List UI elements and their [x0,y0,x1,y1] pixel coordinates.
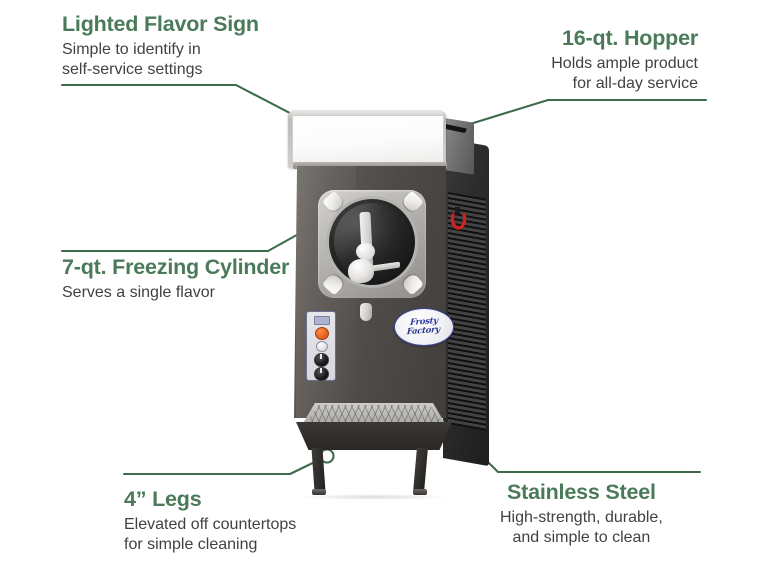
callout-description-line-2: for simple cleaning [124,536,258,554]
control-dial-1-marker [320,354,322,359]
callout-description: Simple to identify in self-service setti… [62,40,259,81]
drip-tray-body [296,422,452,450]
cabinet-top-lip [293,162,447,169]
callout-hopper: 16-qt. Hopper Holds ample product for al… [551,26,698,95]
product-illustration: Frosty Factory [282,104,502,500]
control-panel [306,311,336,381]
brand-badge-text: Frosty Factory [406,316,441,338]
callout-title: 4” Legs [124,487,202,511]
leg-foot-right [413,489,427,495]
callout-title: 16-qt. Hopper [562,26,698,50]
callout-description: High-strength, durable, and simple to cl… [500,508,663,549]
callout-description-line-2: self-service settings [62,61,203,79]
leg-foot-left [312,489,326,495]
callout-title: Lighted Flavor Sign [62,12,259,36]
lighted-flavor-sign-face [292,115,444,164]
callout-description: Elevated off countertops for simple clea… [124,515,296,556]
dispense-faucet [348,259,374,283]
callout-stainless-steel: Stainless Steel High-strength, durable, … [500,480,663,549]
callout-description-line-1: Simple to identify in [62,41,201,58]
brand-badge-line2: Factory [406,324,441,338]
callout-description: Holds ample product for all-day service [551,54,698,95]
callout-description-line-1: High-strength, durable, [500,509,663,526]
callout-description-line-1: Serves a single flavor [62,284,215,301]
power-button-icon [315,327,329,340]
leg-right [413,448,428,492]
callout-legs: 4” Legs Elevated off countertops for sim… [124,487,296,556]
callout-description-line-1: Elevated off countertops [124,516,297,533]
callout-description-line-2: and simple to clean [512,529,651,547]
callout-lighted-flavor-sign: Lighted Flavor Sign Simple to identify i… [62,12,259,81]
callout-description-line-1: Holds ample product [551,55,698,72]
control-dial-2 [314,367,329,381]
control-panel-display [314,316,330,325]
callout-title: 7-qt. Freezing Cylinder [62,255,290,279]
dispense-handle-knob [356,243,375,260]
callout-freezing-cylinder: 7-qt. Freezing Cylinder Serves a single … [62,255,289,303]
leader-line-lighted-flavor-sign [60,83,311,125]
callout-description: Serves a single flavor [62,283,289,303]
leg-left [311,448,326,492]
callout-title: Stainless Steel [506,480,656,504]
callout-description-line-2: for all-day service [572,75,698,93]
control-dial-2-marker [320,368,322,373]
ground-shadow [298,494,448,500]
leader-line-freezing-cylinder [60,229,306,253]
secondary-button-icon [316,341,328,352]
red-hook-icon [450,207,467,230]
dispense-spout [360,303,372,321]
brand-badge: Frosty Factory [394,308,454,346]
drip-tray-grid [306,405,442,423]
control-dial-1 [314,353,329,367]
